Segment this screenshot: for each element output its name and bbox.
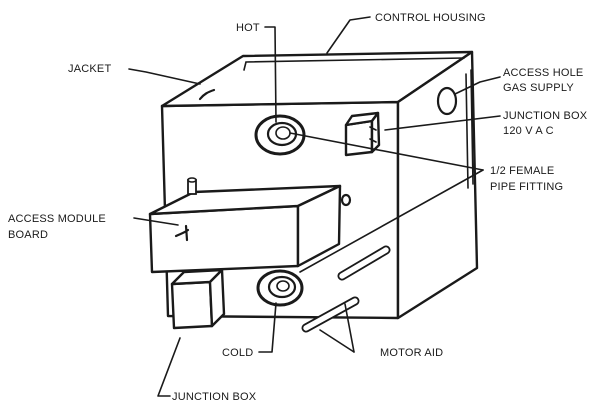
label-hot: HOT [236, 22, 260, 34]
motor-aid-rods [301, 245, 391, 333]
label-motor-aid: MOTOR AID [380, 347, 443, 359]
junction-box-120vac [344, 111, 381, 157]
label-access-hole-1: ACCESS HOLE [503, 67, 583, 79]
board-mark [174, 224, 190, 242]
cold-fitting [256, 269, 304, 307]
access-module-board [148, 177, 352, 274]
label-female-fitting-2: PIPE FITTING [490, 181, 563, 193]
leader-lines [128, 16, 501, 397]
label-junction-box-top-2: 120 V A C [503, 125, 554, 137]
callout-labels: HOT CONTROL HOUSING JACKET ACCESS HOLE G… [8, 12, 588, 403]
access-hole-gas-supply [436, 86, 458, 116]
label-female-fitting-1: 1/2 FEMALE [490, 165, 554, 177]
side-slot [465, 69, 474, 189]
label-junction-box-top-1: JUNCTION BOX [503, 110, 588, 122]
board-screw [340, 193, 352, 207]
label-jacket: JACKET [68, 63, 111, 75]
housing-right-face [396, 50, 479, 320]
label-junction-box-bottom: JUNCTION BOX [172, 391, 257, 403]
jacket-mark [198, 88, 216, 101]
label-access-module-1: ACCESS MODULE [8, 213, 106, 225]
label-access-module-2: BOARD [8, 229, 48, 241]
label-access-hole-2: GAS SUPPLY [503, 82, 574, 94]
housing-top-rim [243, 57, 465, 71]
label-cold: COLD [222, 347, 253, 359]
junction-box-bottom [170, 268, 226, 330]
label-control-housing: CONTROL HOUSING [375, 12, 486, 24]
board-bolt [187, 177, 197, 195]
